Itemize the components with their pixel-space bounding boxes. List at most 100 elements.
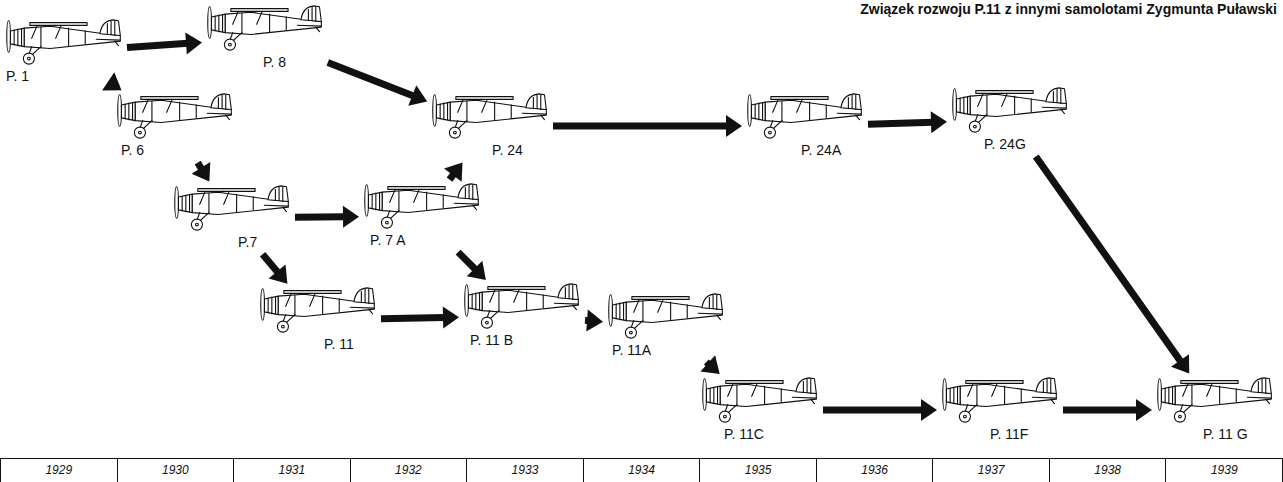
aircraft-label: P. 24A <box>801 142 841 158</box>
arrow-head <box>1136 399 1152 421</box>
aircraft-label: P. 11 B <box>470 332 513 348</box>
year-cell: 1930 <box>118 459 235 482</box>
development-arrow <box>1063 399 1152 421</box>
year-cell: 1933 <box>467 459 584 482</box>
aircraft-node: P. 7 A <box>362 182 482 250</box>
aircraft-node: P. 11 B <box>462 282 582 350</box>
aircraft-drawing <box>606 292 726 340</box>
arrow-head <box>726 115 742 137</box>
arrow-head <box>586 310 603 332</box>
arrow-shaft <box>823 407 923 414</box>
aircraft-label: P. 24G <box>984 136 1026 152</box>
development-arrow <box>585 310 603 332</box>
aircraft-drawing <box>172 184 292 232</box>
aircraft-node: P. 24G <box>950 86 1070 154</box>
diagram-title: Związek rozwoju P.11 z innymi samolotami… <box>860 1 1277 17</box>
aircraft-label: P. 8 <box>263 54 286 70</box>
arrow-shaft <box>295 213 345 221</box>
year-cell: 1929 <box>0 459 118 482</box>
year-cell: 1936 <box>817 459 934 482</box>
aircraft-drawing <box>940 376 1060 424</box>
aircraft-node: P. 11A <box>606 292 726 360</box>
development-arrow <box>263 254 288 283</box>
aircraft-node: P. 24A <box>745 92 865 160</box>
development-arrow <box>823 399 937 421</box>
arrow-head <box>102 72 121 90</box>
arrow-shaft <box>1063 407 1138 414</box>
year-cell: 1938 <box>1050 459 1167 482</box>
arrow-head <box>931 111 947 133</box>
aircraft-label: P. 11 <box>324 336 354 352</box>
development-arrow <box>868 111 947 133</box>
development-arrow <box>295 206 359 228</box>
aircraft-node: P. 6 <box>115 92 235 160</box>
development-arrow <box>192 162 211 181</box>
aircraft-drawing <box>700 376 820 424</box>
arrow-head <box>343 206 359 228</box>
development-arrow <box>1036 156 1189 373</box>
development-arrow <box>102 72 121 90</box>
year-cell: 1934 <box>584 459 701 482</box>
arrow-shaft <box>263 254 279 273</box>
aircraft-node: P. 11 G <box>1155 376 1275 444</box>
arrow-head <box>185 33 202 55</box>
aircraft-label: P.7 <box>238 234 257 250</box>
arrow-shaft <box>868 122 933 124</box>
aircraft-label: P. 11 G <box>1203 426 1248 442</box>
aircraft-label: P. 24 <box>492 142 523 158</box>
aircraft-node: P. 24 <box>430 92 550 160</box>
aircraft-node: P. 8 <box>205 4 325 72</box>
arrow-head <box>444 162 462 181</box>
aircraft-node: P. 11 <box>258 286 378 354</box>
development-arrow <box>127 33 202 55</box>
aircraft-drawing <box>258 286 378 334</box>
arrow-head <box>192 162 211 181</box>
arrow-shaft <box>381 318 445 319</box>
aircraft-label: P. 6 <box>121 142 144 158</box>
arrow-head <box>700 355 719 374</box>
arrow-head <box>443 307 459 329</box>
aircraft-label: P. 1 <box>6 68 29 84</box>
aircraft-drawing <box>745 92 865 140</box>
aircraft-drawing <box>362 182 482 230</box>
development-arrow <box>700 355 719 374</box>
arrow-head <box>408 85 427 105</box>
development-arrow <box>553 115 742 137</box>
aircraft-node: P. 11C <box>700 376 820 444</box>
arrow-shaft <box>553 123 728 130</box>
aircraft-label: P. 7 A <box>370 232 406 248</box>
aircraft-drawing <box>430 92 550 140</box>
aircraft-node: P.7 <box>172 184 292 252</box>
arrow-head <box>467 261 486 280</box>
year-cell: 1939 <box>1166 459 1283 482</box>
aircraft-drawing <box>205 4 325 52</box>
aircraft-label: P. 11A <box>612 342 651 358</box>
arrow-shaft <box>458 252 476 270</box>
development-arrow <box>444 162 462 181</box>
aircraft-node: P. 11F <box>940 376 1060 444</box>
year-cell: 1935 <box>700 459 817 482</box>
arrow-shaft <box>1036 156 1181 362</box>
arrow-head <box>921 399 937 421</box>
arrow-head <box>1171 354 1189 373</box>
aircraft-node: P. 1 <box>4 18 124 86</box>
aircraft-drawing <box>115 92 235 140</box>
arrow-shaft <box>127 43 188 47</box>
aircraft-drawing <box>950 86 1070 134</box>
development-arrow <box>458 252 486 280</box>
arrow-shaft <box>328 63 414 97</box>
aircraft-drawing <box>462 282 582 330</box>
aircraft-label: P. 11C <box>724 426 764 442</box>
year-cell: 1937 <box>933 459 1050 482</box>
arrow-head <box>269 264 288 283</box>
year-cell: 1932 <box>351 459 468 482</box>
year-cell: 1931 <box>234 459 351 482</box>
aircraft-label: P. 11F <box>990 426 1028 442</box>
aircraft-drawing <box>1155 376 1275 424</box>
development-arrow <box>381 307 459 329</box>
development-arrow <box>328 63 427 106</box>
aircraft-drawing <box>4 18 124 66</box>
year-scale: 1929193019311932193319341935193619371938… <box>0 458 1283 482</box>
